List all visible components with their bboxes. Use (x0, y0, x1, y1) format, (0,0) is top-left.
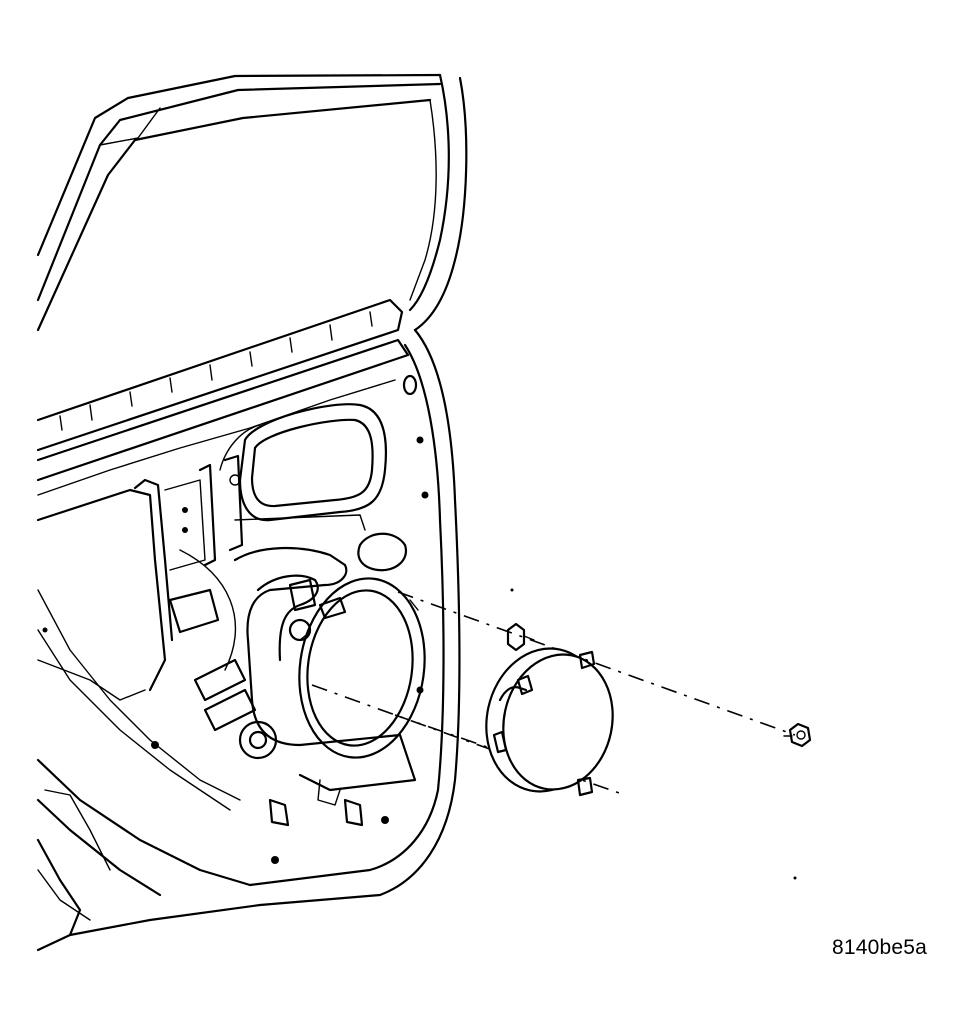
lower-bracket (268, 733, 417, 827)
door-outer-edge (36, 328, 461, 952)
pivot-boss (238, 618, 312, 760)
inner-panel-structures (36, 454, 257, 732)
speaker (485, 647, 614, 797)
figure-id: 8140be5a (832, 936, 928, 959)
window-frame (36, 73, 468, 332)
belt-line (36, 298, 410, 496)
door-bottom (36, 758, 252, 937)
panel-holes (42, 374, 429, 864)
upper-access-opening (219, 403, 388, 522)
panel-ribs (233, 514, 408, 747)
screw (783, 722, 812, 748)
alignment-lines (311, 591, 796, 796)
speaker-opening (298, 577, 426, 759)
push-pin-retainer (506, 622, 535, 652)
print-specks (510, 588, 797, 880)
